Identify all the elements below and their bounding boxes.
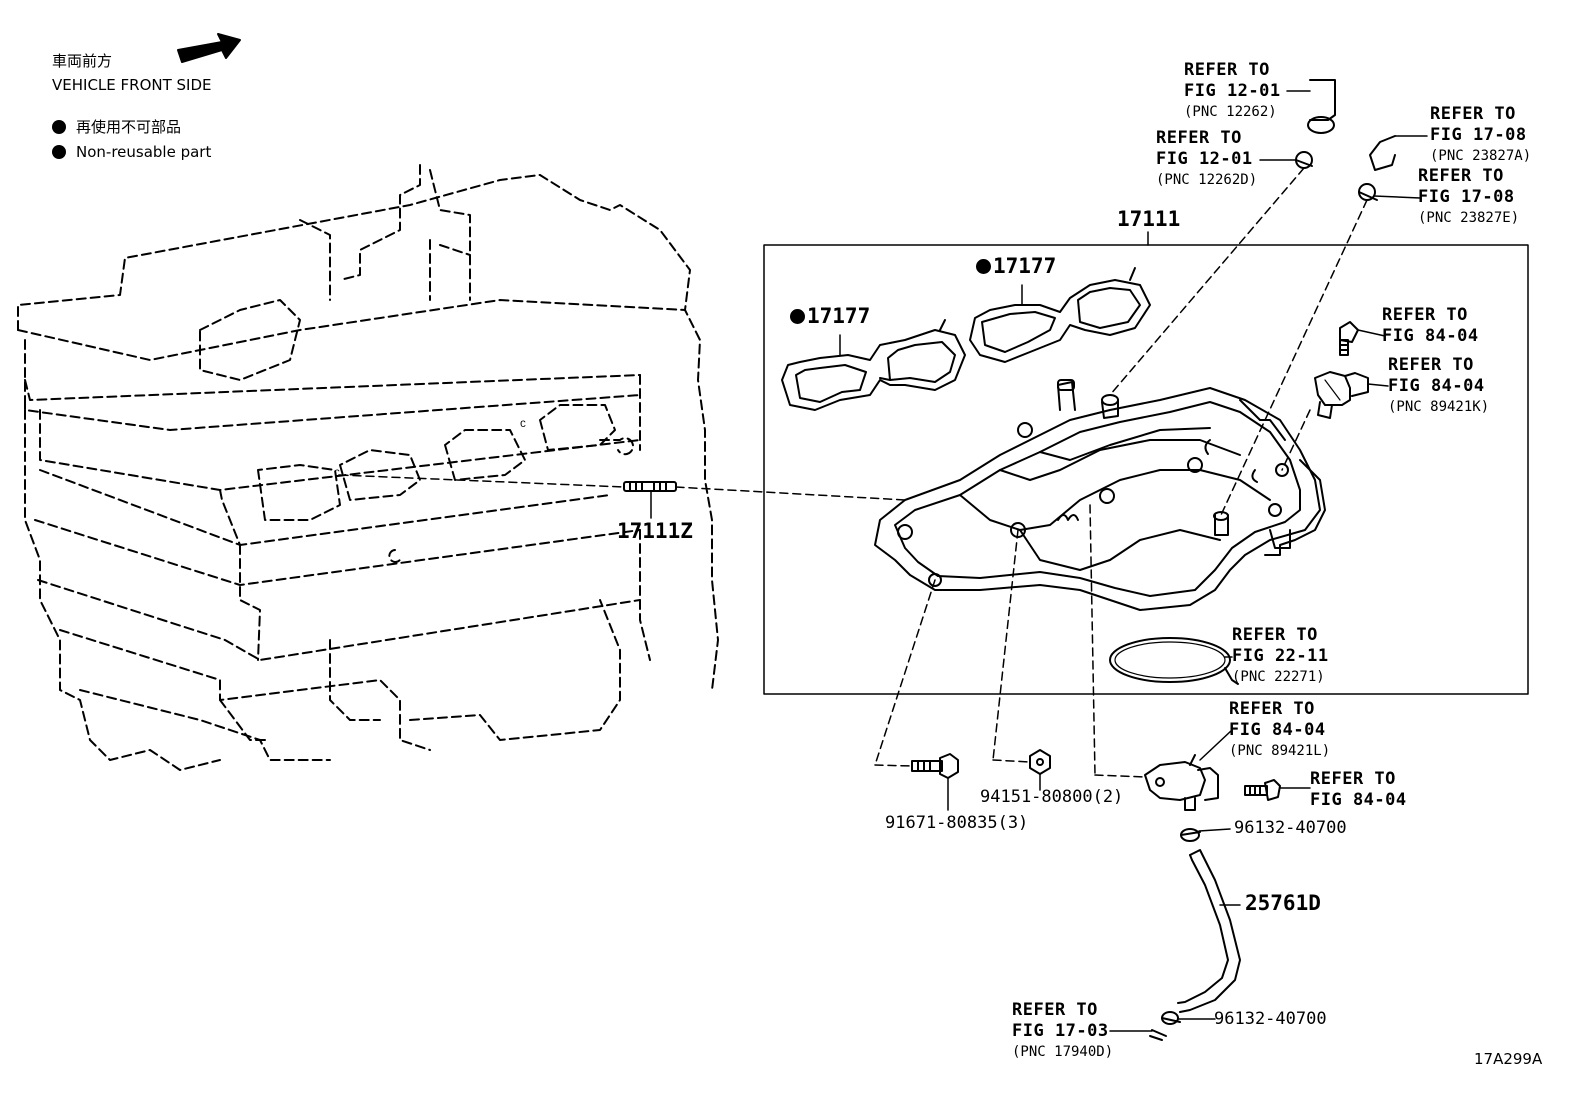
refer-pnc: (PNC 23827A) (1430, 148, 1532, 164)
refer-fig-84-04-b[interactable]: REFER TO FIG 84-04 (PNC 89421K) (1388, 355, 1489, 418)
hose-12262 (1307, 79, 1336, 134)
refer-line2: FIG 84-04 (1382, 326, 1479, 346)
bolt-91671-80835 (911, 753, 959, 811)
legend-nonreuse-jp: 再使用不可部品 (52, 116, 181, 138)
refer-fig-84-04-d[interactable]: REFER TO FIG 84-04 (1310, 769, 1407, 811)
non-reusable-dot-icon (52, 145, 66, 159)
refer-pnc: (PNC 23827E) (1418, 210, 1520, 226)
non-reusable-dot-icon (976, 259, 991, 274)
refer-line1: REFER TO (1418, 166, 1504, 186)
assembly-lines (339, 167, 1368, 778)
intake-manifold-17111 (874, 379, 1326, 611)
drawing-code: 17A299A (1474, 1050, 1543, 1068)
non-reusable-dot-icon (52, 120, 66, 134)
refer-line2: FIG 22-11 (1232, 646, 1329, 666)
refer-line2: FIG 12-01 (1156, 149, 1253, 169)
refer-fig-12-01-b[interactable]: REFER TO FIG 12-01 (PNC 12262D) (1156, 128, 1257, 191)
refer-pnc: (PNC 17940D) (1012, 1044, 1114, 1060)
refer-line1: REFER TO (1229, 699, 1315, 719)
refer-line2: FIG 84-04 (1310, 790, 1407, 810)
svg-text:C: C (520, 420, 526, 431)
engine-block (17, 164, 719, 771)
legend-front-en: VEHICLE FRONT SIDE (52, 76, 212, 94)
part-17177-b[interactable]: 17177 (976, 256, 1056, 277)
non-reusable-dot-icon (790, 309, 805, 324)
stud-17111z (623, 481, 677, 519)
refer-pnc: (PNC 89421L) (1229, 743, 1331, 759)
part-17111z[interactable]: 17111Z (617, 519, 693, 543)
refer-pnc: (PNC 12262) (1184, 104, 1277, 120)
refer-line2: FIG 84-04 (1229, 720, 1326, 740)
part-17177-b-text: 17177 (993, 254, 1057, 278)
part-17177-a[interactable]: 17177 (790, 306, 870, 327)
gasket-b-17177 (969, 267, 1151, 363)
refer-line2: FIG 84-04 (1388, 376, 1485, 396)
refer-fig-12-01-a[interactable]: REFER TO FIG 12-01 (PNC 12262) (1184, 60, 1281, 123)
clamp-23827e (1358, 183, 1378, 201)
nut-94151-80800 (1029, 749, 1051, 791)
bolt-84-04-b (1244, 779, 1281, 801)
part-91671-80835[interactable]: 91671-80835(3) (885, 813, 1029, 833)
refer-pnc: (PNC 89421K) (1388, 399, 1490, 415)
refer-line1: REFER TO (1382, 305, 1468, 325)
sensor-89421k (1314, 371, 1369, 419)
front-arrow-icon (177, 33, 241, 63)
refer-line1: REFER TO (1430, 104, 1516, 124)
pipe-17940d (1149, 1029, 1167, 1041)
gasket-ring-22271 (1109, 637, 1239, 685)
leader-lines (839, 90, 1428, 1032)
refer-pnc: (PNC 22271) (1232, 669, 1325, 685)
refer-line1: REFER TO (1156, 128, 1242, 148)
refer-line1: REFER TO (1232, 625, 1318, 645)
hose-25761d (1177, 849, 1241, 1013)
clamp-12262d (1295, 151, 1313, 169)
refer-fig-84-04-a[interactable]: REFER TO FIG 84-04 (1382, 305, 1479, 347)
refer-line1: REFER TO (1310, 769, 1396, 789)
legend-nonreuse-jp-text: 再使用不可部品 (76, 118, 182, 136)
refer-fig-17-03[interactable]: REFER TO FIG 17-03 (PNC 17940D) (1012, 1000, 1113, 1063)
part-17177-a-text: 17177 (807, 304, 871, 328)
refer-fig-17-08-b[interactable]: REFER TO FIG 17-08 (PNC 23827E) (1418, 166, 1519, 229)
refer-line2: FIG 17-08 (1418, 187, 1515, 207)
refer-pnc: (PNC 12262D) (1156, 172, 1258, 188)
legend-nonreuse-en-text: Non-reusable part (76, 143, 212, 161)
clamp-96132-40700-bottom (1161, 1011, 1181, 1025)
refer-line2: FIG 17-08 (1430, 125, 1527, 145)
assembly-box-17111 (763, 244, 1529, 695)
refer-fig-84-04-c[interactable]: REFER TO FIG 84-04 (PNC 89421L) (1229, 699, 1330, 762)
part-96132-40700-top[interactable]: 96132-40700 (1234, 818, 1347, 838)
part-17111[interactable]: 17111 (1117, 207, 1181, 231)
svg-text:C: C (334, 469, 340, 480)
refer-line1: REFER TO (1012, 1000, 1098, 1020)
gasket-a-17177 (781, 319, 966, 411)
hose-23827a (1369, 135, 1396, 171)
refer-line2: FIG 17-03 (1012, 1021, 1109, 1041)
refer-fig-22-11[interactable]: REFER TO FIG 22-11 (PNC 22271) (1232, 625, 1329, 688)
refer-line2: FIG 12-01 (1184, 81, 1281, 101)
part-94151-80800[interactable]: 94151-80800(2) (980, 787, 1124, 807)
part-96132-40700-bottom[interactable]: 96132-40700 (1214, 1009, 1327, 1029)
bolt-84-04 (1339, 321, 1359, 356)
legend-front-jp: 車両前方 (52, 52, 113, 70)
sensor-89421l (1144, 754, 1219, 811)
legend-nonreuse-en: Non-reusable part (52, 141, 211, 163)
refer-line1: REFER TO (1184, 60, 1270, 80)
refer-line1: REFER TO (1388, 355, 1474, 375)
refer-fig-17-08-a[interactable]: REFER TO FIG 17-08 (PNC 23827A) (1430, 104, 1531, 167)
part-25761d[interactable]: 25761D (1245, 891, 1321, 915)
clamp-96132-40700-top (1180, 828, 1201, 842)
